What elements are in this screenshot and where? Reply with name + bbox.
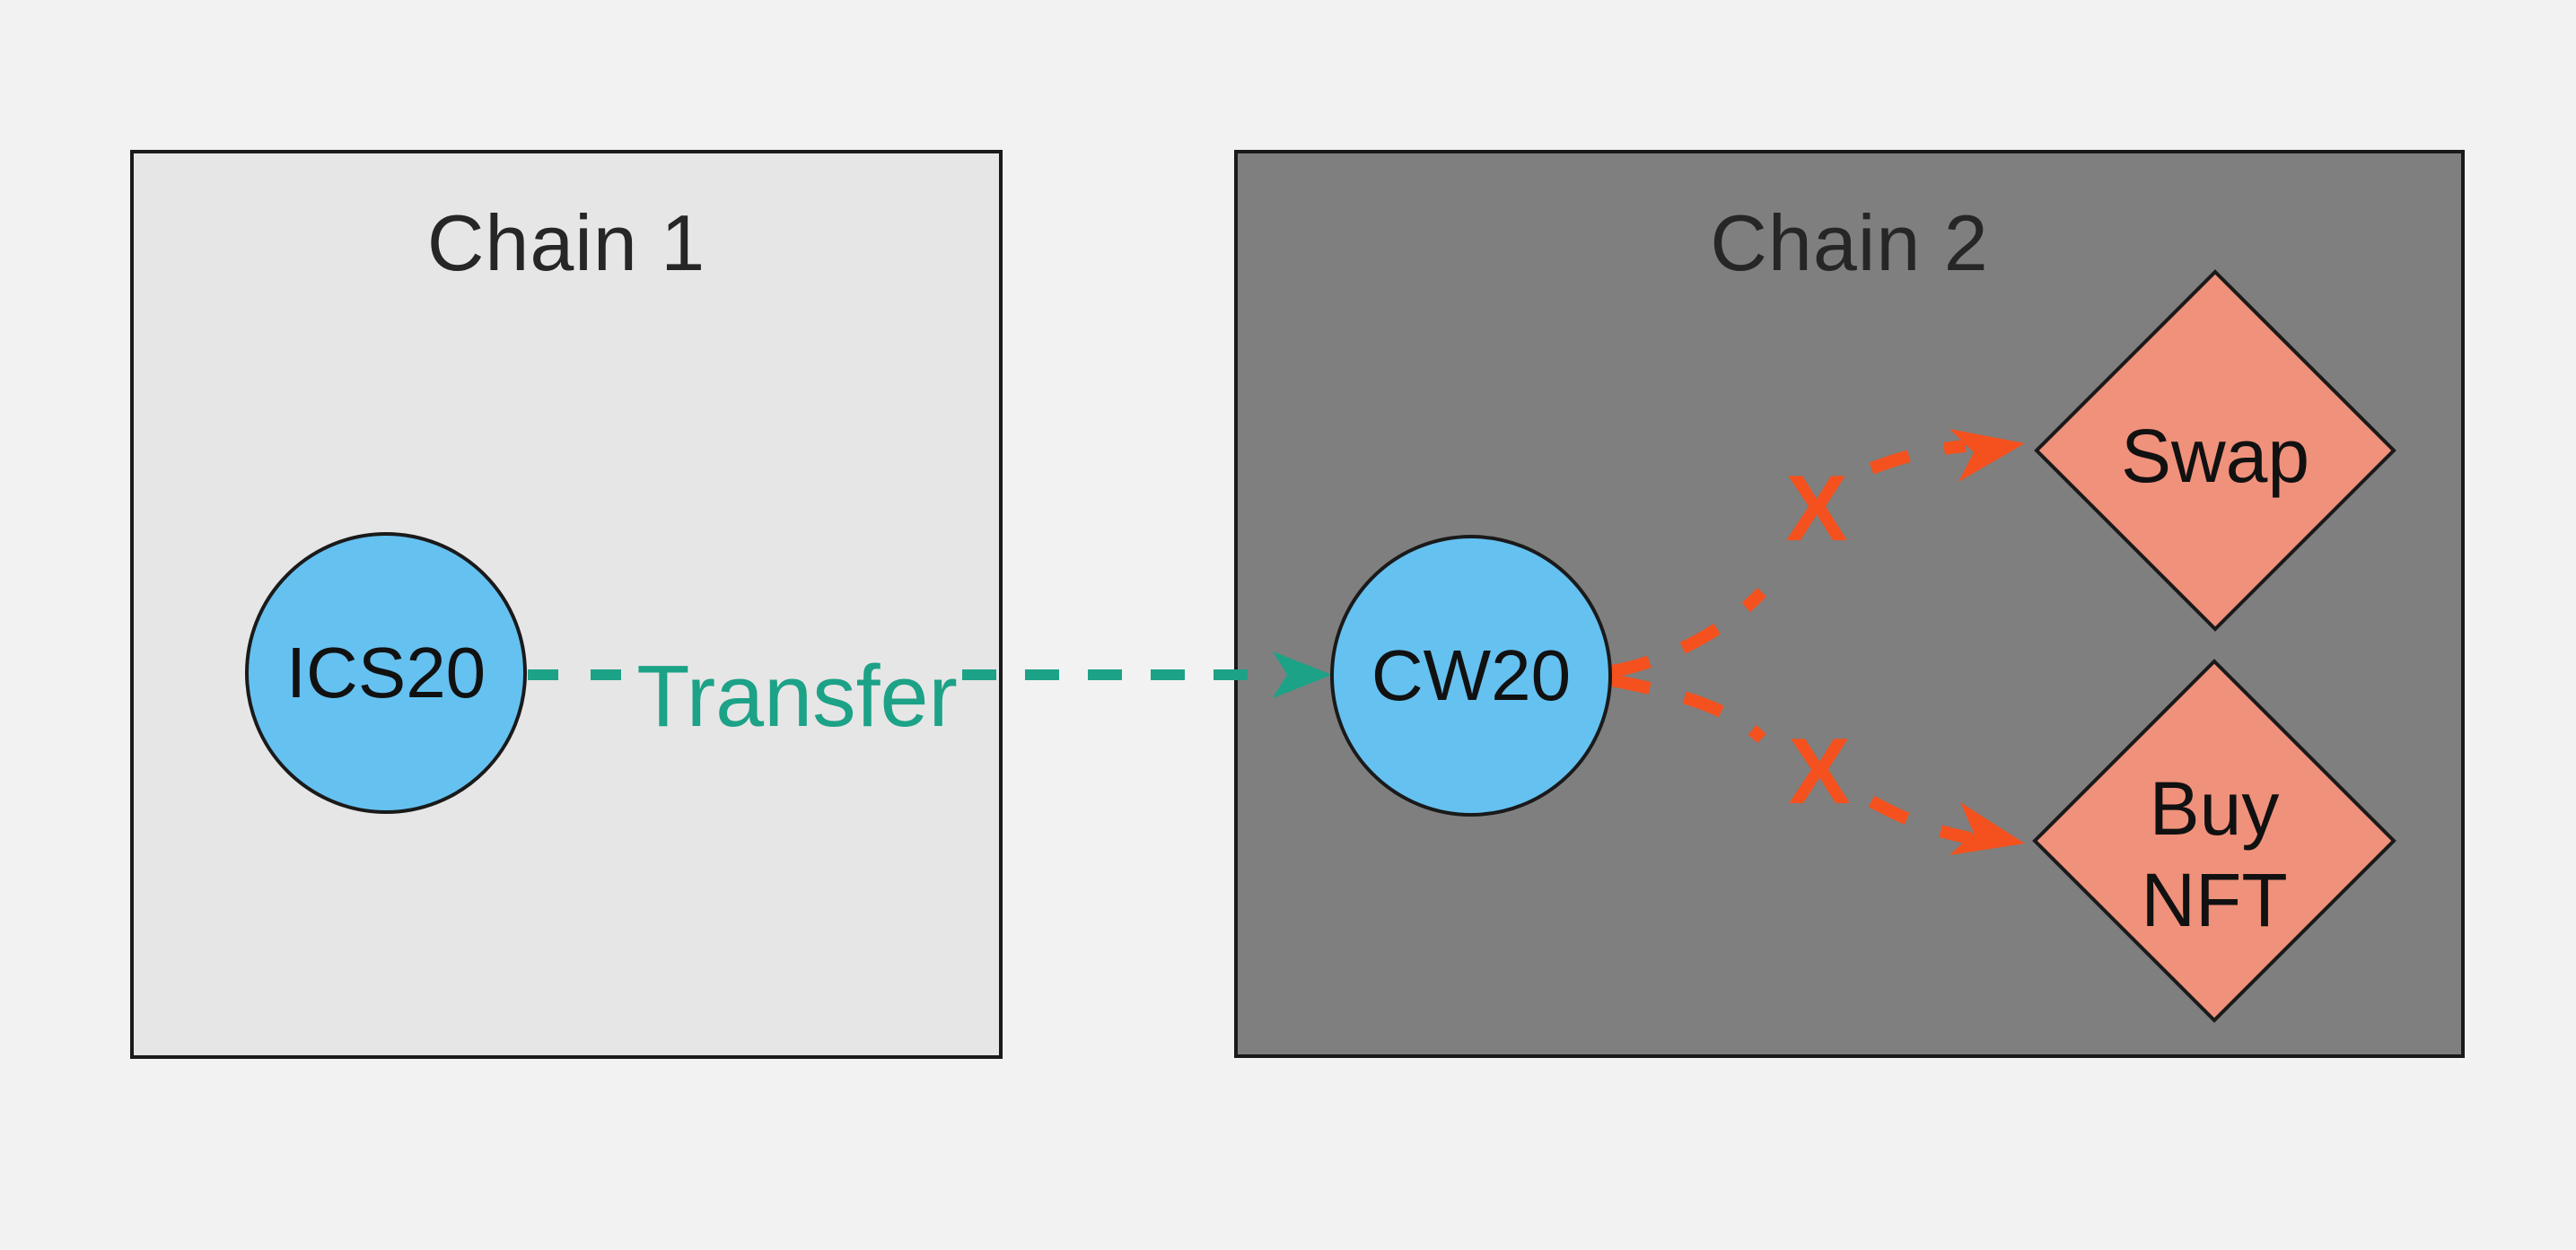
chain1-title: Chain 1 bbox=[426, 198, 706, 287]
node-cw20: CW20 bbox=[1330, 535, 1612, 817]
swap-diamond bbox=[2034, 269, 2396, 632]
cw20-swap-arrowhead-icon bbox=[1950, 429, 2025, 482]
buy-nft-diamond bbox=[2032, 659, 2396, 1023]
node-ics20: ICS20 bbox=[245, 532, 527, 814]
transfer-label: Transfer bbox=[636, 647, 958, 745]
cw20-buynft-curve-start bbox=[1609, 674, 1766, 744]
cw20-buynft-arrowhead-icon bbox=[1950, 802, 2025, 855]
blocked-x-buynft: X bbox=[1788, 720, 1851, 824]
chain2-title: Chain 2 bbox=[1710, 198, 1989, 287]
cw20-buynft-curve-end bbox=[1868, 795, 1972, 844]
transfer-arrowhead-icon bbox=[1273, 651, 1332, 698]
cw20-swap-curve-end bbox=[1869, 440, 1967, 475]
node-ics20-label: ICS20 bbox=[285, 633, 486, 712]
node-cw20-label: CW20 bbox=[1371, 635, 1572, 715]
swap-label: Swap bbox=[2120, 414, 2310, 498]
buy-nft-label: Buy NFT bbox=[2141, 766, 2288, 943]
blocked-x-swap: X bbox=[1785, 457, 1848, 561]
cw20-swap-curve-start bbox=[1609, 588, 1767, 677]
